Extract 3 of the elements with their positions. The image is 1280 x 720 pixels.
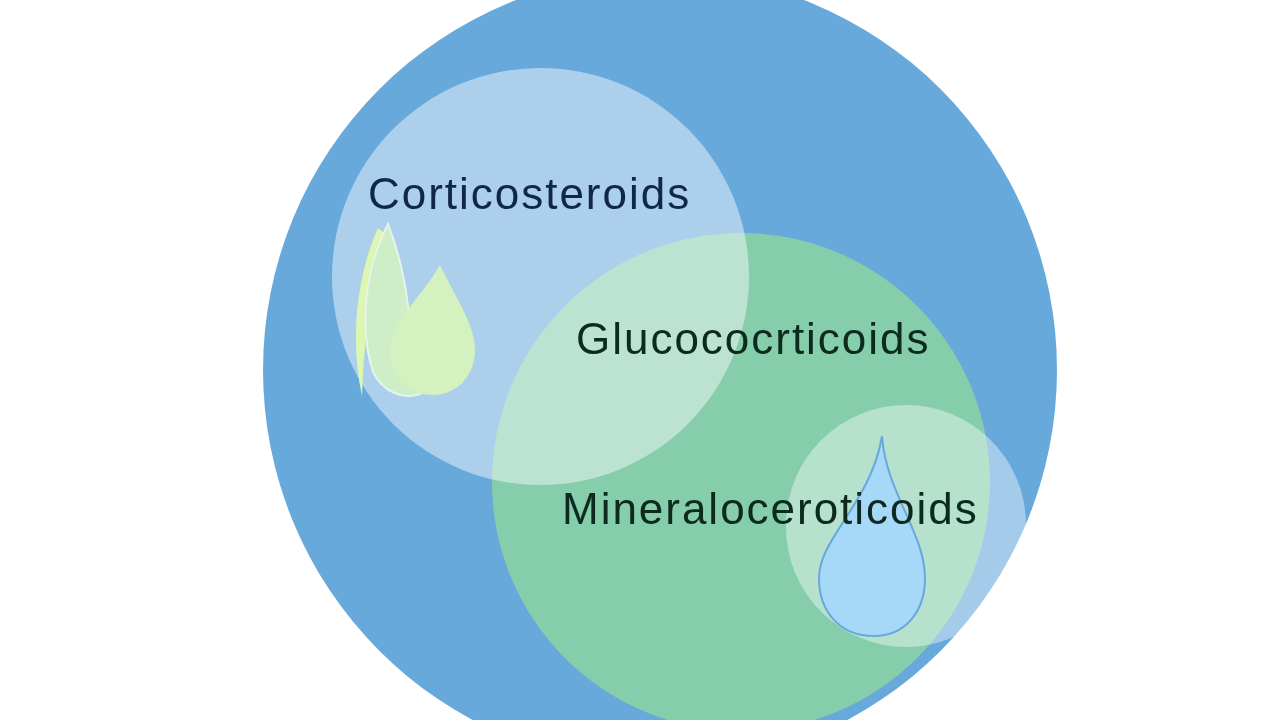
circle-label: Corticosteroids (368, 168, 692, 220)
circle-label: Mineraloceroticoids (562, 483, 979, 535)
circle-label: Glucococrticoids (576, 313, 931, 365)
